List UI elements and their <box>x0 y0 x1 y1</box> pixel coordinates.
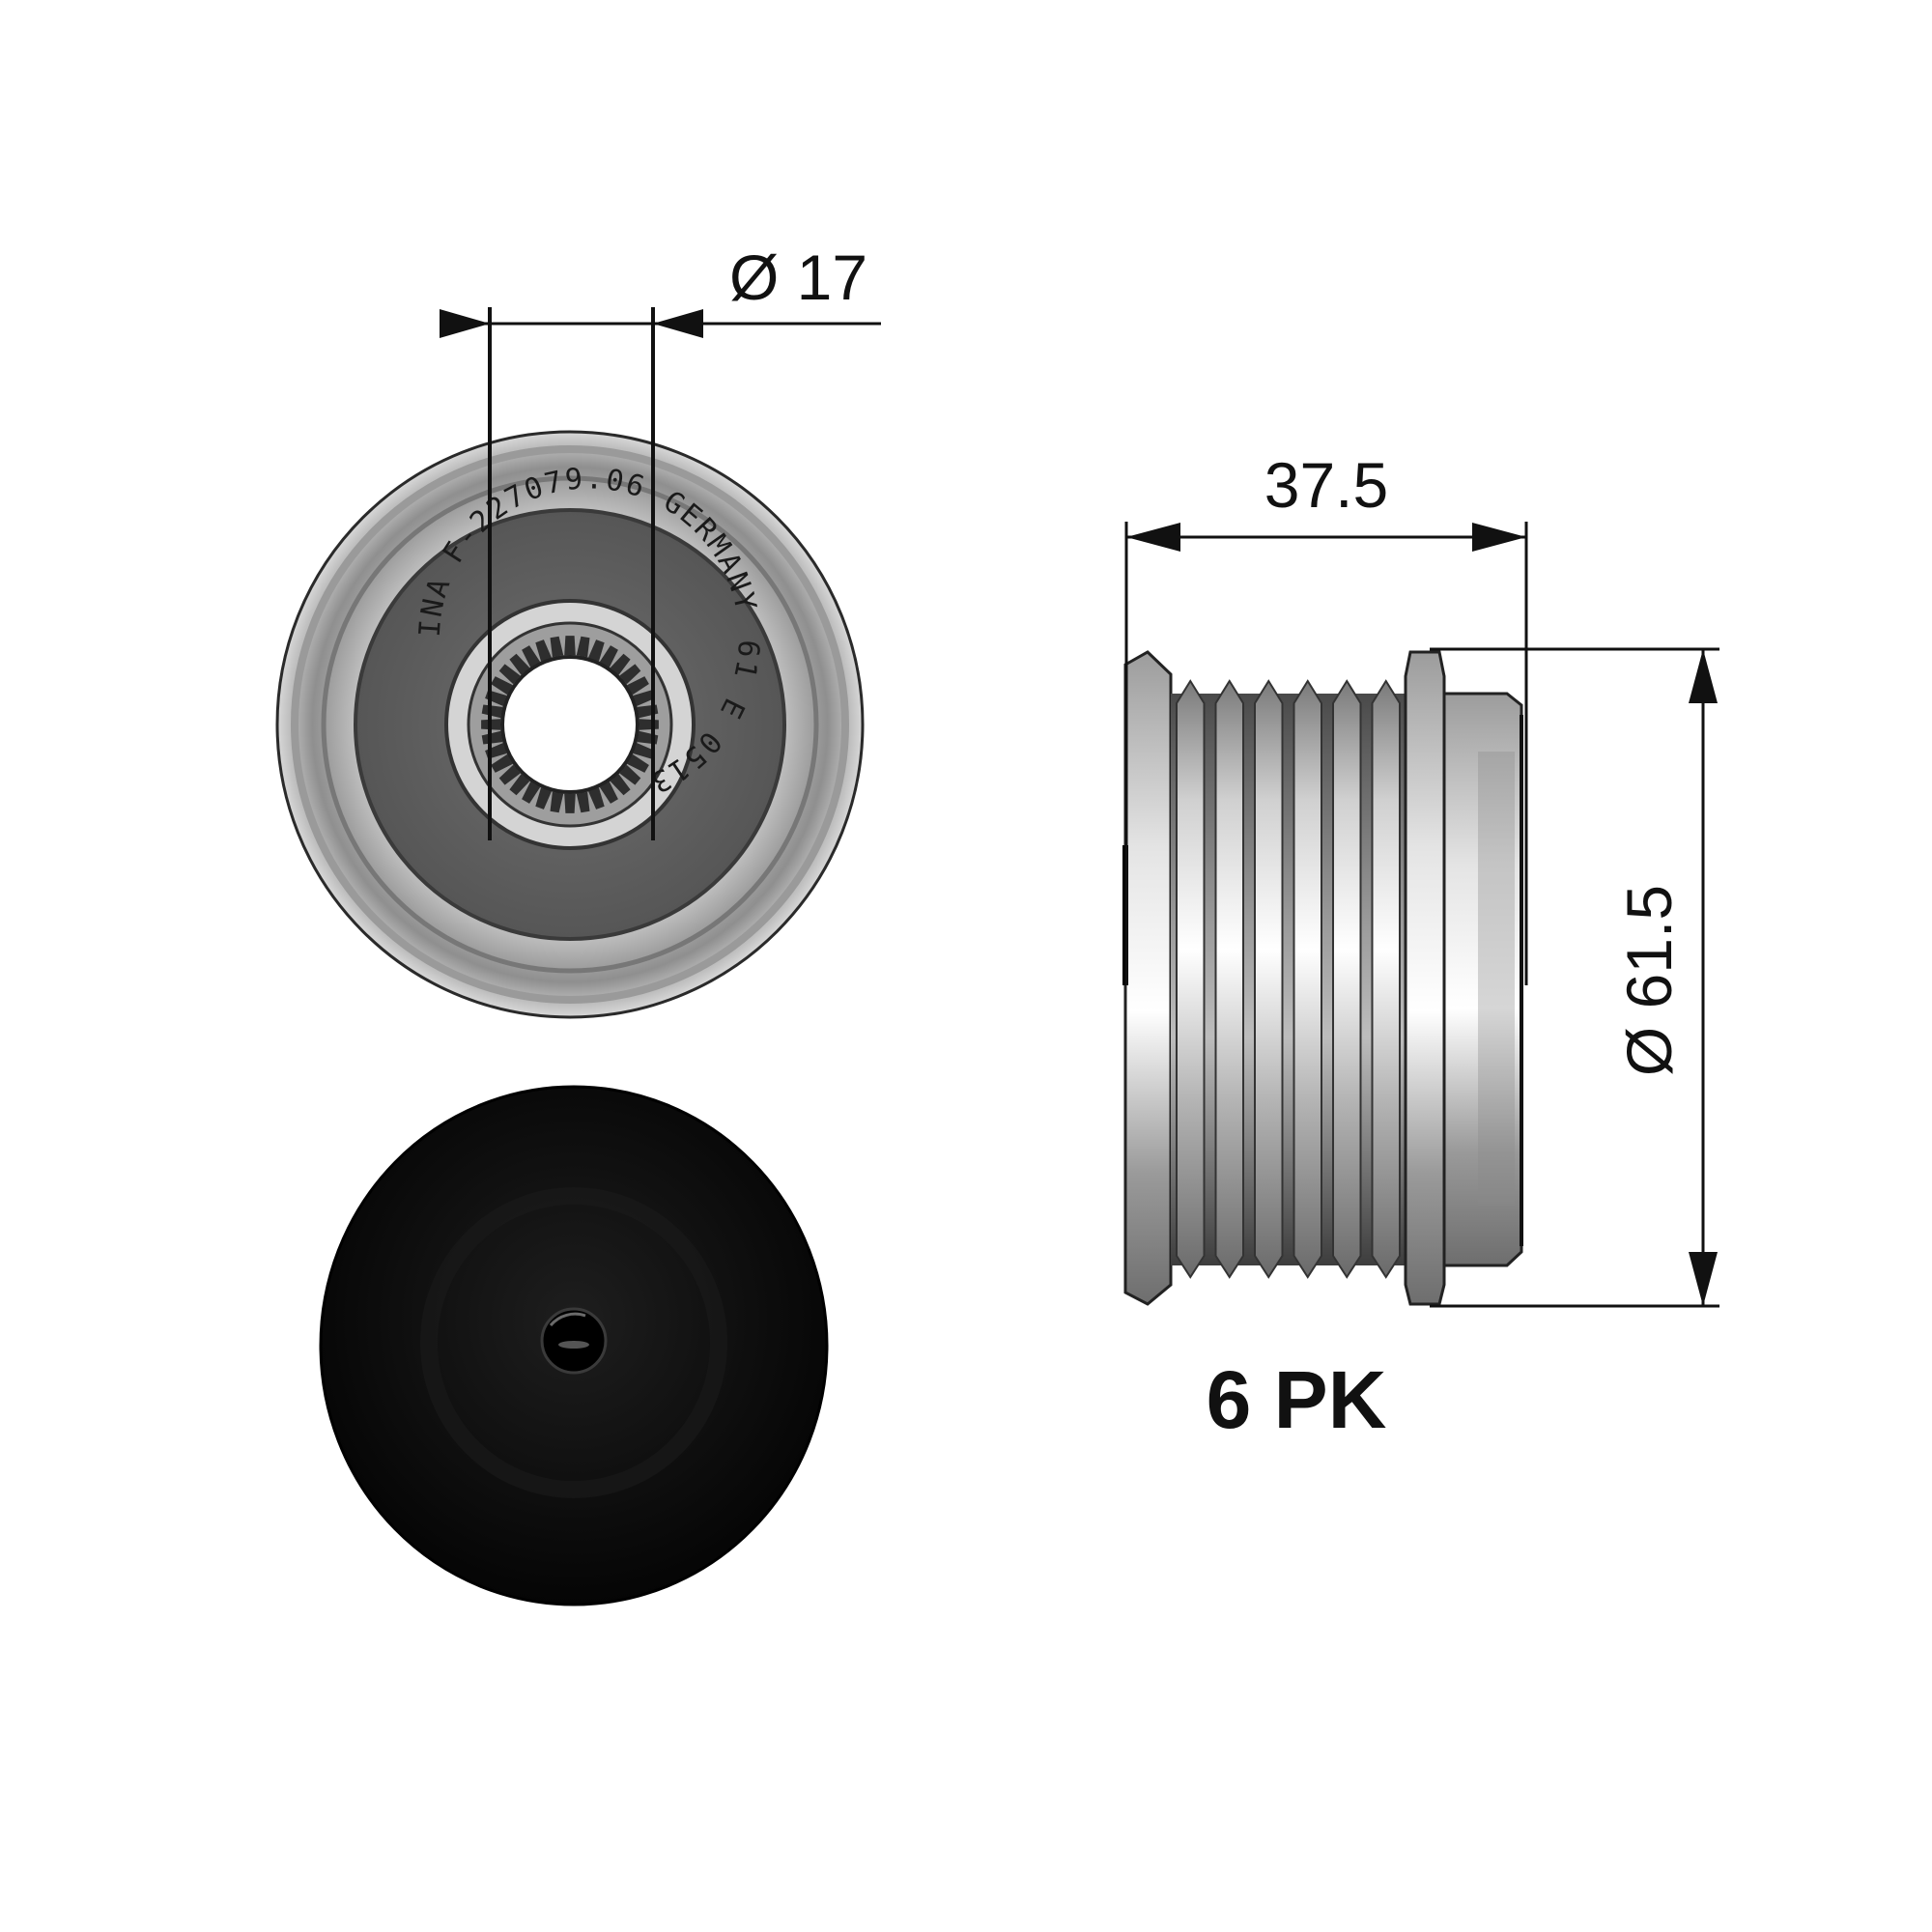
spline-tooth <box>491 753 513 773</box>
spline-tooth <box>522 645 541 668</box>
outer-diameter-dimension: Ø 61.5 <box>1430 647 1719 1308</box>
spline-tooth <box>633 690 655 706</box>
rim-edge <box>291 445 849 1004</box>
spline-teeth <box>481 636 659 813</box>
spline-tooth <box>610 653 631 675</box>
profile-label: 6 PK <box>1207 1354 1387 1445</box>
spline-tooth <box>498 664 521 685</box>
pulley-rib <box>1332 679 1362 1279</box>
spline-tooth <box>522 781 541 804</box>
arrow-left <box>1126 523 1180 552</box>
spline-tooth <box>509 653 530 675</box>
pulley-cap <box>319 1085 829 1606</box>
width-label: 37.5 <box>1264 449 1388 521</box>
left-flange <box>1123 650 1173 1306</box>
pulley-rib <box>1214 679 1244 1279</box>
arrow-right <box>1472 523 1526 552</box>
pulley-rib <box>1176 679 1206 1279</box>
spline-tooth <box>588 639 605 662</box>
spline-tooth <box>627 753 649 773</box>
spline-tooth <box>599 645 618 668</box>
spline-tooth <box>535 787 552 810</box>
width-dimension: 37.5 <box>1124 449 1528 985</box>
spline-tooth <box>576 636 590 658</box>
spline-tooth <box>576 791 590 813</box>
spline-tooth <box>498 764 521 785</box>
rim-step <box>321 475 819 974</box>
outer-diameter-label: Ø 61.5 <box>1613 885 1685 1076</box>
spline-tooth <box>550 791 564 813</box>
spline-tooth <box>509 774 530 796</box>
spline-tooth <box>535 639 552 662</box>
arrow-right <box>653 309 703 338</box>
cap-tab-highlight <box>549 1312 586 1327</box>
bore-hole <box>500 655 639 794</box>
pulley-rib <box>1371 679 1401 1279</box>
spline-tooth <box>481 730 503 745</box>
pulley-rib <box>1254 679 1284 1279</box>
spline-tooth <box>588 787 605 810</box>
arrow-bottom <box>1689 1252 1718 1306</box>
spline-tooth <box>564 636 576 656</box>
spline-tooth <box>491 676 513 696</box>
spline-tooth <box>619 664 641 685</box>
arrow-left <box>440 309 490 338</box>
spline-tooth <box>619 764 641 785</box>
cap-tab-slot <box>558 1341 589 1349</box>
arrow-top <box>1689 649 1718 703</box>
spline-tooth <box>639 719 659 730</box>
spline-tooth <box>599 781 618 804</box>
pulley-ribs <box>1171 679 1406 1279</box>
hub <box>1442 692 1523 1267</box>
spline-tooth <box>627 676 649 696</box>
right-flange <box>1404 650 1446 1306</box>
bore-dimension: Ø 17 <box>440 242 881 840</box>
pulley-rib <box>1293 679 1322 1279</box>
hub-shade <box>1478 752 1515 1206</box>
spline-tooth <box>550 636 564 658</box>
cap-inner-ring <box>420 1187 727 1498</box>
bore-diameter-label: Ø 17 <box>729 242 867 313</box>
spline-tooth <box>564 793 576 813</box>
spline-tooth <box>481 704 503 719</box>
spline-tooth <box>633 743 655 759</box>
pulley-side-view <box>1122 650 1523 1306</box>
spline-tooth <box>610 774 631 796</box>
